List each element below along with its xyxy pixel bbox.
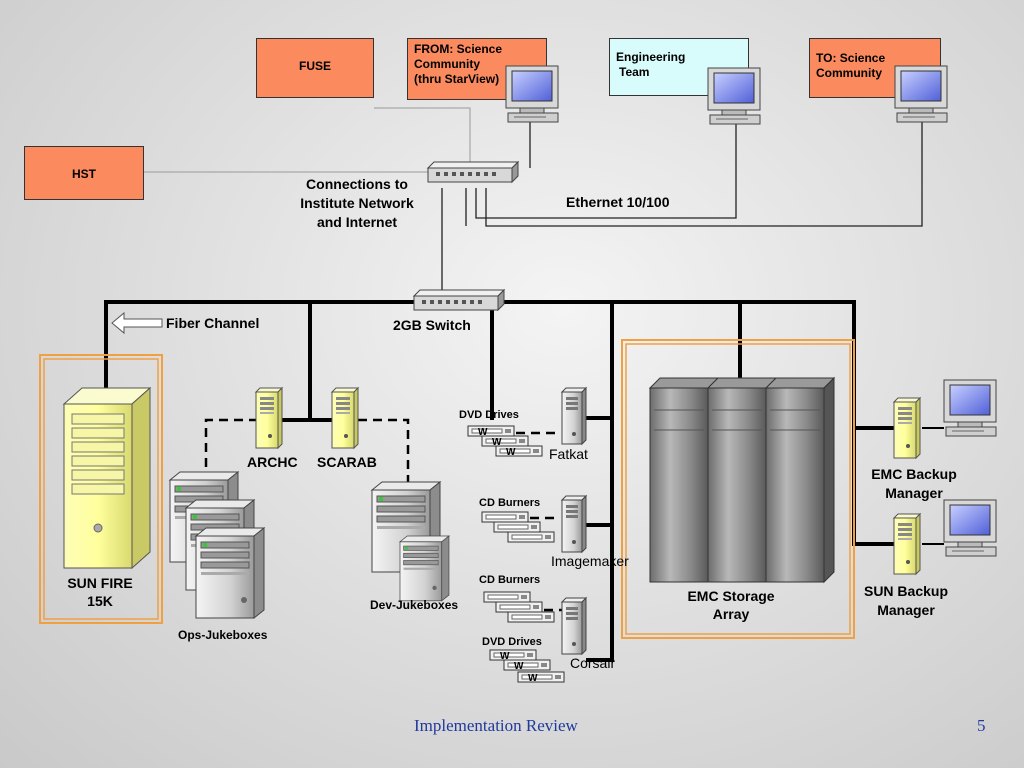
sun-backup-server-icon	[893, 513, 921, 575]
to-science-box: TO: Science Community	[809, 38, 941, 98]
sun-backup-label: SUN Backup Manager	[852, 582, 960, 620]
page-number: 5	[977, 716, 986, 735]
drive-letter: W	[514, 661, 524, 672]
drive-letter: W	[492, 437, 502, 448]
cd-burners-2-icon	[483, 591, 555, 623]
connections-line2: Institute Network	[300, 195, 414, 211]
drive-letter: W	[528, 673, 538, 684]
emc-backup-server-icon	[893, 397, 921, 459]
sun-fire-label: SUN FIRE 15K	[48, 574, 152, 610]
dev-jukeboxes-label: Dev-Jukeboxes	[370, 598, 459, 612]
switch-2gb-label: 2GB Switch	[393, 317, 471, 333]
connections-label: Connections to Institute Network and Int…	[290, 175, 424, 232]
connections-line3: and Internet	[316, 214, 398, 230]
emc-storage-array-icon	[648, 376, 836, 584]
fiber-channel-arrow-icon	[111, 311, 163, 335]
from-science-box: FROM: Science Community (thru StarView)	[407, 38, 547, 100]
ethernet-label: Ethernet 10/100	[566, 194, 670, 210]
ethernet-links	[441, 122, 923, 292]
from-science-line2: Community	[414, 57, 480, 71]
connections-line1: Connections to	[306, 176, 408, 192]
fatkat-label: Fatkat	[549, 446, 588, 462]
archc-server-icon	[255, 387, 283, 449]
sun-fire-highlight	[39, 354, 163, 624]
cd-burners-1-label: CD Burners	[479, 497, 541, 509]
hst-label: HST	[72, 167, 96, 181]
fiber-switch-icon	[413, 289, 505, 311]
drive-letter-markers: W W W W W W	[478, 427, 538, 684]
source-links	[144, 107, 471, 173]
imagemaker-label: Imagemaker	[551, 553, 629, 569]
ops-jukebox-3-icon	[195, 527, 265, 619]
emc-storage-label: EMC Storage Array	[672, 587, 790, 623]
emc-backup-label: EMC Backup Manager	[860, 465, 968, 503]
emc-storage-line1: EMC Storage	[687, 588, 775, 604]
fatkat-server-icon	[561, 387, 587, 445]
sun-backup-line2: Manager	[877, 602, 935, 618]
sun-fire-server-icon	[62, 386, 152, 570]
sun-fire-line1: SUN FIRE	[67, 575, 133, 591]
corsair-server-icon	[561, 597, 587, 655]
fuse-box: FUSE	[256, 38, 374, 98]
drive-letter: W	[500, 651, 510, 662]
sun-backup-line1: SUN Backup	[863, 583, 949, 599]
emc-backup-pc-icon	[943, 379, 997, 437]
dev-jukebox-2-icon	[399, 535, 450, 602]
from-science-line1: FROM: Science	[414, 42, 503, 56]
engineering-box: Engineering Team	[609, 38, 749, 96]
dvd-drives-1-label: DVD Drives	[459, 409, 519, 421]
imagemaker-server-icon	[561, 495, 587, 553]
dvd-drives-2-label: DVD Drives	[482, 636, 542, 648]
to-science-line2: Community	[816, 66, 882, 80]
emc-storage-line2: Array	[712, 606, 750, 622]
from-science-line3: (thru StarView)	[414, 72, 500, 86]
engineering-line2: Team	[619, 65, 650, 79]
drive-letter: W	[478, 427, 488, 438]
sun-backup-pc-icon	[943, 499, 997, 557]
scarab-label: SCARAB	[317, 454, 377, 470]
sun-fire-line2: 15K	[87, 593, 113, 609]
ops-jukeboxes-label: Ops-Jukeboxes	[178, 628, 268, 642]
engineering-line1: Engineering	[616, 50, 686, 64]
footer-title: Implementation Review	[414, 716, 578, 735]
ethernet-switch-icon	[427, 161, 519, 183]
cd-burners-1-icon	[481, 511, 555, 543]
emc-backup-line1: EMC Backup	[871, 466, 957, 482]
fiber-channel-label: Fiber Channel	[166, 315, 260, 331]
corsair-label: Corsair	[570, 655, 616, 671]
dashed-links	[204, 418, 562, 612]
emc-storage-highlight	[621, 339, 855, 639]
archc-label: ARCHC	[247, 454, 298, 470]
cd-burners-2-label: CD Burners	[479, 574, 541, 586]
scarab-server-icon	[331, 387, 359, 449]
emc-backup-line2: Manager	[885, 485, 943, 501]
to-science-line1: TO: Science	[816, 51, 886, 65]
hst-box: HST	[24, 146, 144, 200]
fuse-label: FUSE	[298, 59, 331, 73]
drive-letter: W	[506, 447, 516, 458]
